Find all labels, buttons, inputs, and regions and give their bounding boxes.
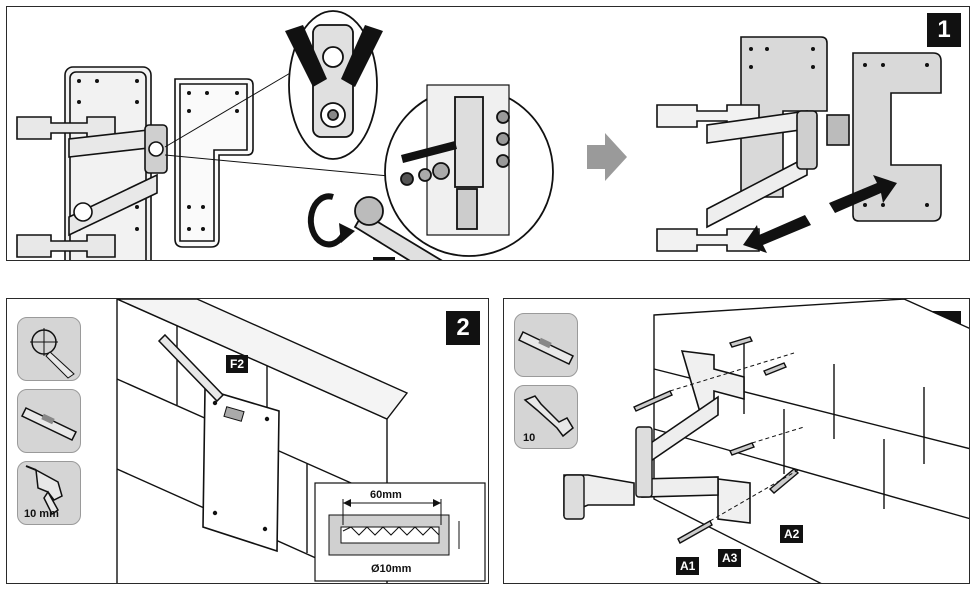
bracket-icon <box>16 66 168 260</box>
dowel-section <box>328 499 460 556</box>
wall-mount-illustration <box>563 299 969 583</box>
zoom-circle <box>384 84 554 257</box>
label-f1: F1 <box>373 257 396 260</box>
down-arrows <box>285 25 383 87</box>
arrow-right-icon <box>587 133 627 181</box>
marking-pencil-icon <box>17 317 81 381</box>
wrench-size-label: 10 <box>523 432 536 444</box>
step-1-panel: 1 <box>6 6 970 261</box>
diameter-dimension: Ø10mm <box>371 563 412 575</box>
step-3-panel: 3 10 <box>503 298 970 584</box>
label-a1: A1 <box>676 557 700 575</box>
depth-dimension: 60mm <box>370 489 402 501</box>
screws <box>633 336 800 544</box>
push-arrows <box>743 175 897 253</box>
label-a2: A2 <box>780 525 804 543</box>
step-2-panel: 2 10 mm <box>6 298 489 584</box>
brick-wall <box>653 299 969 583</box>
wrench-icon: 10 <box>514 385 578 449</box>
spirit-level-icon <box>17 389 81 453</box>
step-1-illustration <box>16 10 942 260</box>
drill-size-label: 10 mm <box>24 508 59 520</box>
alignment-lines <box>669 352 805 522</box>
drill-icon: 10 mm <box>17 461 81 525</box>
vesa-plate <box>174 78 254 248</box>
step-1-badge: 1 <box>927 13 961 47</box>
spirit-level-icon <box>514 313 578 377</box>
step-2-badge: 2 <box>446 311 480 345</box>
label-a3: A3 <box>718 549 742 567</box>
wrench-icon <box>353 196 443 260</box>
pencil-icon <box>157 333 225 403</box>
label-f2: F2 <box>226 355 249 373</box>
wall-marking-illustration <box>116 299 486 583</box>
assembled-bracket <box>656 36 942 252</box>
